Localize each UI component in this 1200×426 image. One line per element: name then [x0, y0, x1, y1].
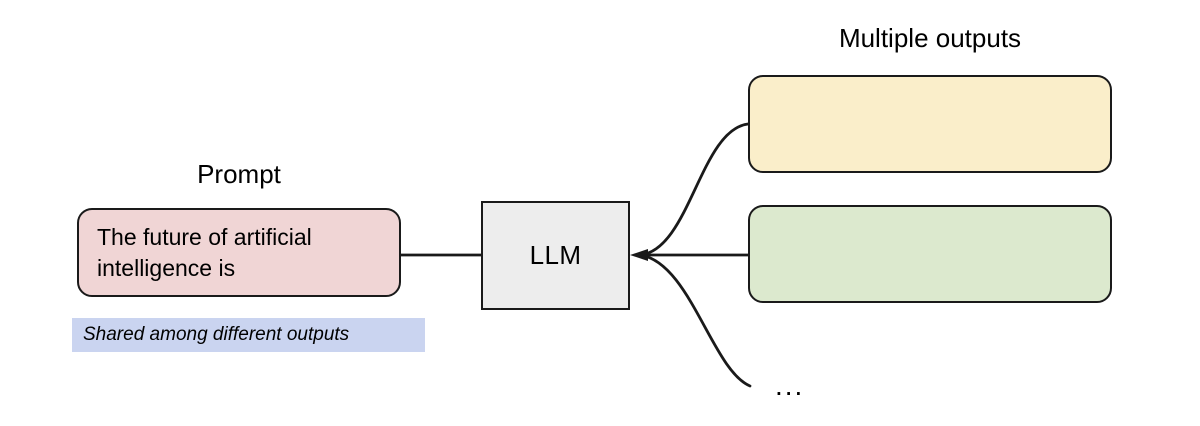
- connector-convergence-point: [630, 249, 648, 261]
- multiple-outputs-caption: Multiple outputs: [838, 23, 1022, 53]
- more-outputs-ellipsis: ...: [775, 370, 805, 401]
- prompt-caption: Prompt: [197, 159, 281, 189]
- connector-llm-to-more: [638, 253, 752, 388]
- output-box-2[interactable]: [748, 205, 1112, 303]
- shared-among-outputs-note-text: Shared among different outputs: [83, 324, 350, 345]
- output-box-1[interactable]: [748, 75, 1112, 173]
- shared-among-outputs-note: Shared among different outputs: [72, 318, 425, 352]
- llm-box[interactable]: LLM: [481, 201, 630, 310]
- llm-label: LLM: [529, 240, 582, 270]
- prompt-text: The future of artificial intelligence is: [97, 224, 312, 281]
- prompt-box[interactable]: The future of artificial intelligence is: [77, 208, 401, 297]
- connector-llm-to-output-1: [638, 122, 750, 257]
